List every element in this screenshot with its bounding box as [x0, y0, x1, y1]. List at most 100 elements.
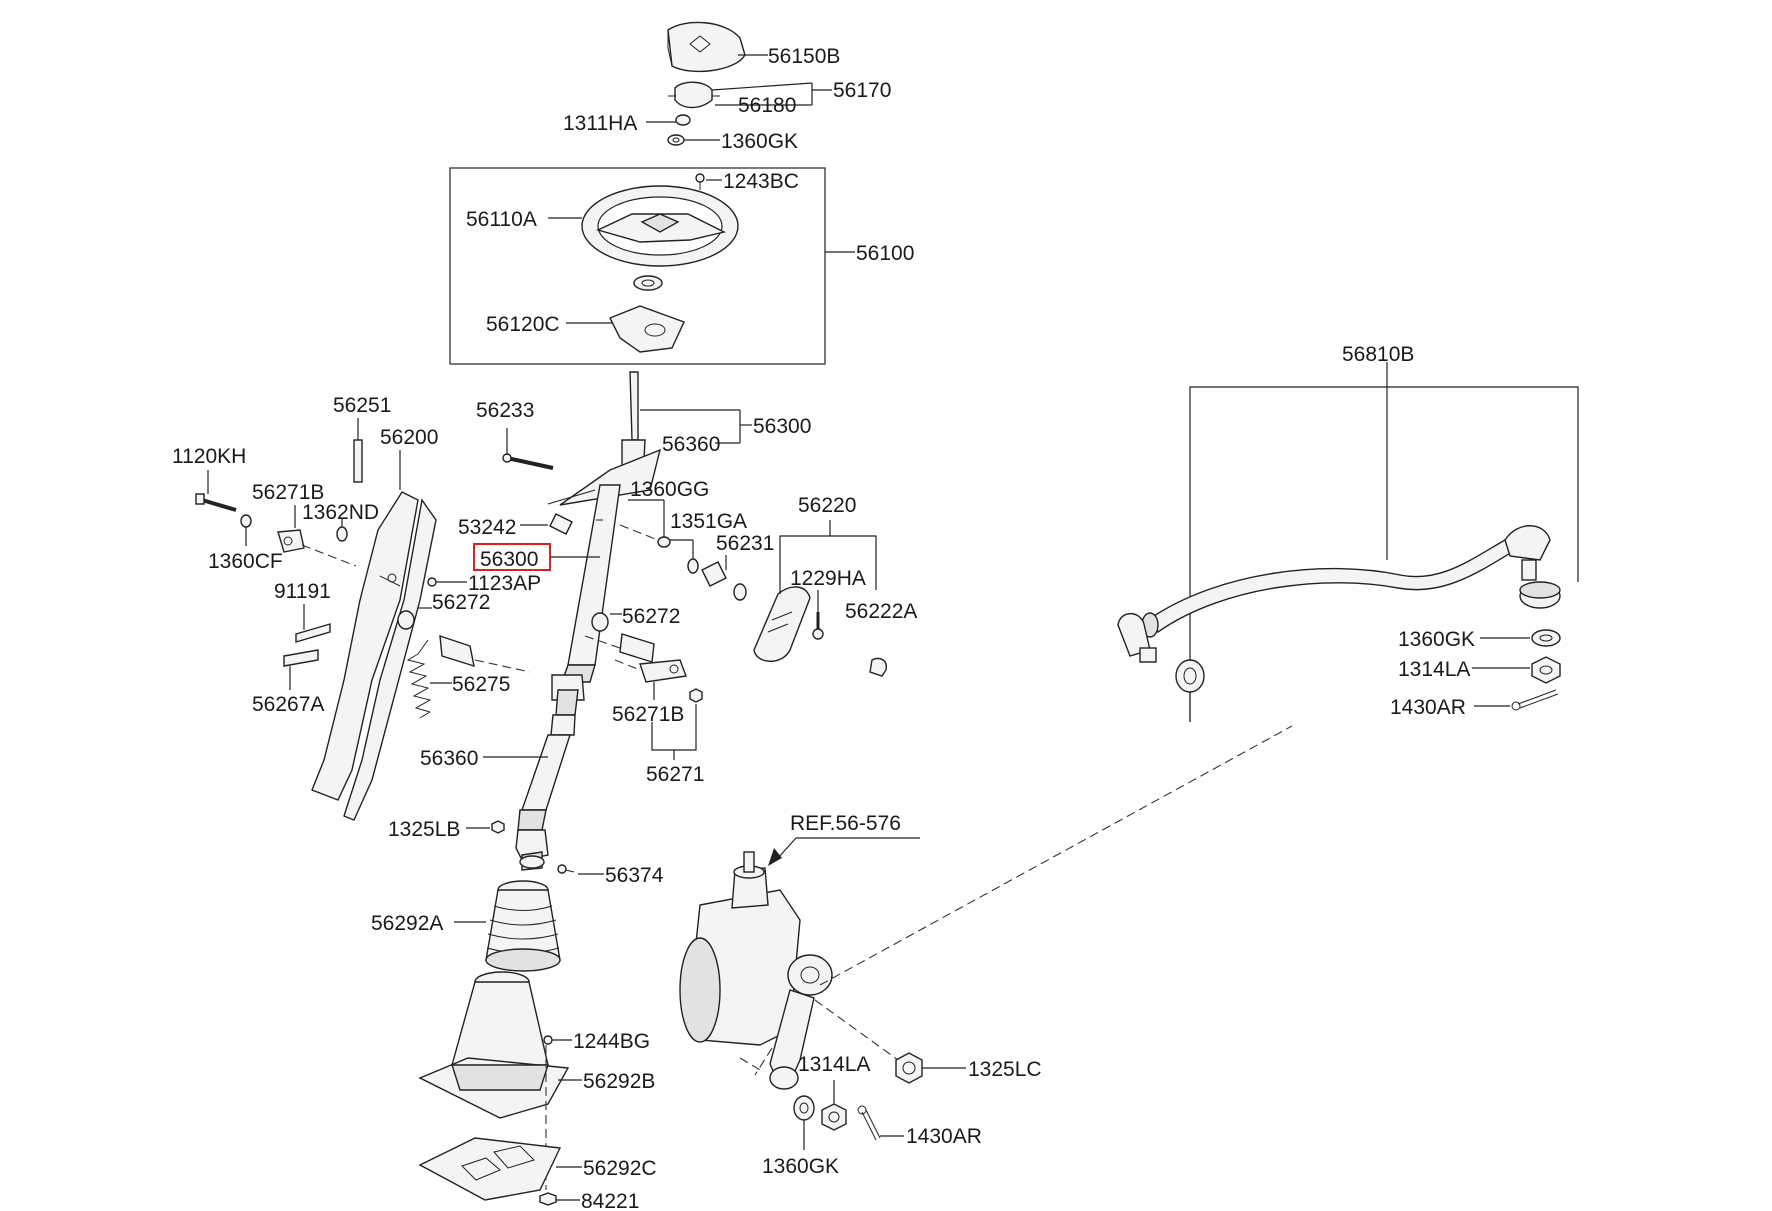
cotter-pin-1430AR-mid[interactable]: [857, 1105, 881, 1141]
steering-column-56300[interactable]: [559, 371, 662, 683]
label-56222A[interactable]: 56222A: [845, 600, 917, 623]
boot-cover-56292B[interactable]: [418, 971, 570, 1119]
bolt-1244BG[interactable]: [543, 1035, 553, 1045]
wheel-nut-ring[interactable]: [633, 275, 663, 291]
universal-joint-upper[interactable]: [550, 674, 585, 736]
label-56231[interactable]: 56231: [716, 532, 774, 555]
label-1243BC[interactable]: 1243BC: [723, 170, 799, 193]
bushing-56231[interactable]: [701, 561, 747, 601]
bushing-56272-right[interactable]: [591, 612, 655, 663]
clip-91191[interactable]: [295, 623, 331, 643]
label-56170[interactable]: 56170: [833, 79, 891, 102]
label-84221[interactable]: 84221: [581, 1190, 639, 1211]
nut-1325LB[interactable]: [491, 820, 505, 834]
label-1325LB[interactable]: 1325LB: [388, 818, 460, 841]
label-1123AP[interactable]: 1123AP: [468, 572, 541, 595]
washer-1360GK-mid[interactable]: [793, 1095, 815, 1121]
spring-56275[interactable]: [406, 639, 432, 719]
label-56233[interactable]: 56233: [476, 399, 534, 422]
bolt-56233[interactable]: [502, 453, 554, 470]
support-bracket-56200[interactable]: [311, 491, 437, 821]
label-1311HA[interactable]: 1311HA: [563, 112, 637, 135]
label-56810B[interactable]: 56810B: [1342, 343, 1414, 366]
steering-gear-box[interactable]: [679, 851, 833, 1090]
bushing-56272-left[interactable]: [397, 610, 415, 630]
nut-1360CF[interactable]: [240, 514, 252, 528]
label-56374[interactable]: 56374: [605, 864, 664, 887]
label-56200[interactable]: 56200: [380, 426, 438, 449]
pin-56251[interactable]: [353, 439, 363, 483]
link-56271B-left[interactable]: [277, 529, 305, 553]
nut-1314LA-mid[interactable]: [821, 1103, 847, 1131]
label-56220[interactable]: 56220: [798, 494, 856, 517]
label-56110A[interactable]: 56110A: [466, 208, 537, 231]
label-56272-right[interactable]: 56272: [622, 605, 680, 628]
label-56300-top[interactable]: 56300: [753, 415, 811, 438]
label-1351GA[interactable]: 1351GA: [670, 510, 747, 533]
wheel-boss-56120C[interactable]: [609, 305, 685, 353]
label-56292C[interactable]: 56292C: [583, 1157, 657, 1180]
label-56292B[interactable]: 56292B: [583, 1070, 655, 1093]
screw-1123AP[interactable]: [427, 577, 437, 587]
label-91191[interactable]: 91191: [274, 580, 331, 603]
horn-pad-56150B[interactable]: [667, 21, 746, 73]
label-1325LC[interactable]: 1325LC: [968, 1058, 1042, 1081]
label-56300-highlight[interactable]: 56300: [480, 548, 538, 571]
label-56360-top[interactable]: 56360: [662, 433, 720, 456]
label-56292A[interactable]: 56292A: [371, 912, 443, 935]
nut-1325LC[interactable]: [895, 1052, 923, 1084]
bolt-1120KH[interactable]: [195, 493, 237, 512]
bracket-56267A[interactable]: [283, 649, 319, 667]
label-56360-mid[interactable]: 56360: [420, 747, 478, 770]
label-56267A[interactable]: 56267A: [252, 693, 324, 716]
washer-1362ND[interactable]: [336, 526, 348, 542]
universal-joint-lower[interactable]: [515, 829, 549, 871]
label-1362ND[interactable]: 1362ND: [302, 501, 379, 524]
bolt-56374[interactable]: [557, 864, 575, 874]
knob-56222A[interactable]: [869, 657, 887, 677]
bolt-1229HA[interactable]: [812, 612, 824, 640]
label-56150B[interactable]: 56150B: [768, 45, 840, 68]
label-1360CF[interactable]: 1360CF: [208, 550, 283, 573]
label-1120KH[interactable]: 1120KH: [172, 445, 246, 468]
label-56271B-right[interactable]: 56271B: [612, 703, 684, 726]
label-1360GK-top[interactable]: 1360GK: [721, 130, 798, 153]
washer-1360GK-top[interactable]: [667, 134, 685, 146]
label-56100[interactable]: 56100: [856, 242, 914, 265]
label-1244BG[interactable]: 1244BG: [573, 1030, 650, 1053]
steering-wheel-56110A[interactable]: [581, 185, 739, 267]
label-1360GG[interactable]: 1360GG: [630, 478, 709, 501]
horn-contact-56180[interactable]: [668, 81, 720, 109]
nut-56271[interactable]: [689, 688, 703, 703]
label-56120C[interactable]: 56120C: [486, 313, 560, 336]
label-REF-56-576[interactable]: REF.56-576: [790, 812, 901, 835]
label-53242[interactable]: 53242: [458, 516, 516, 539]
boot-56292A[interactable]: [485, 880, 561, 972]
label-1360GK-right[interactable]: 1360GK: [1398, 628, 1475, 651]
nut-1314LA-right[interactable]: [1531, 656, 1561, 684]
tilt-lever-56220[interactable]: [753, 586, 811, 662]
dust-cap[interactable]: [1519, 581, 1561, 609]
drag-link-56810B[interactable]: [1117, 525, 1551, 693]
link-56271B-right[interactable]: [639, 659, 687, 683]
bracket-53242[interactable]: [547, 489, 596, 535]
label-56272-left[interactable]: 56272: [432, 591, 490, 614]
spacer-56272-left-sleeve[interactable]: [439, 634, 475, 668]
label-56251[interactable]: 56251: [333, 394, 391, 417]
label-1229HA[interactable]: 1229HA: [790, 567, 866, 590]
washer-1360GK-right[interactable]: [1531, 629, 1561, 647]
nut-1360GG[interactable]: [657, 536, 671, 548]
label-1360GK-mid[interactable]: 1360GK: [762, 1155, 839, 1178]
nut-1311HA[interactable]: [675, 114, 691, 126]
label-1430AR-right[interactable]: 1430AR: [1390, 696, 1466, 719]
label-1430AR-mid[interactable]: 1430AR: [906, 1125, 982, 1148]
label-1314LA-mid[interactable]: 1314LA: [798, 1053, 870, 1076]
label-56275[interactable]: 56275: [452, 673, 510, 696]
floor-cover-56292C[interactable]: [418, 1137, 562, 1201]
label-56271B-left[interactable]: 56271B: [252, 481, 324, 504]
washer-1351GA[interactable]: [687, 558, 699, 574]
label-56271[interactable]: 56271: [646, 763, 704, 786]
screw-84221[interactable]: [539, 1192, 557, 1206]
intermediate-shaft-56360[interactable]: [517, 734, 571, 831]
screw-1243BC[interactable]: [695, 173, 705, 190]
